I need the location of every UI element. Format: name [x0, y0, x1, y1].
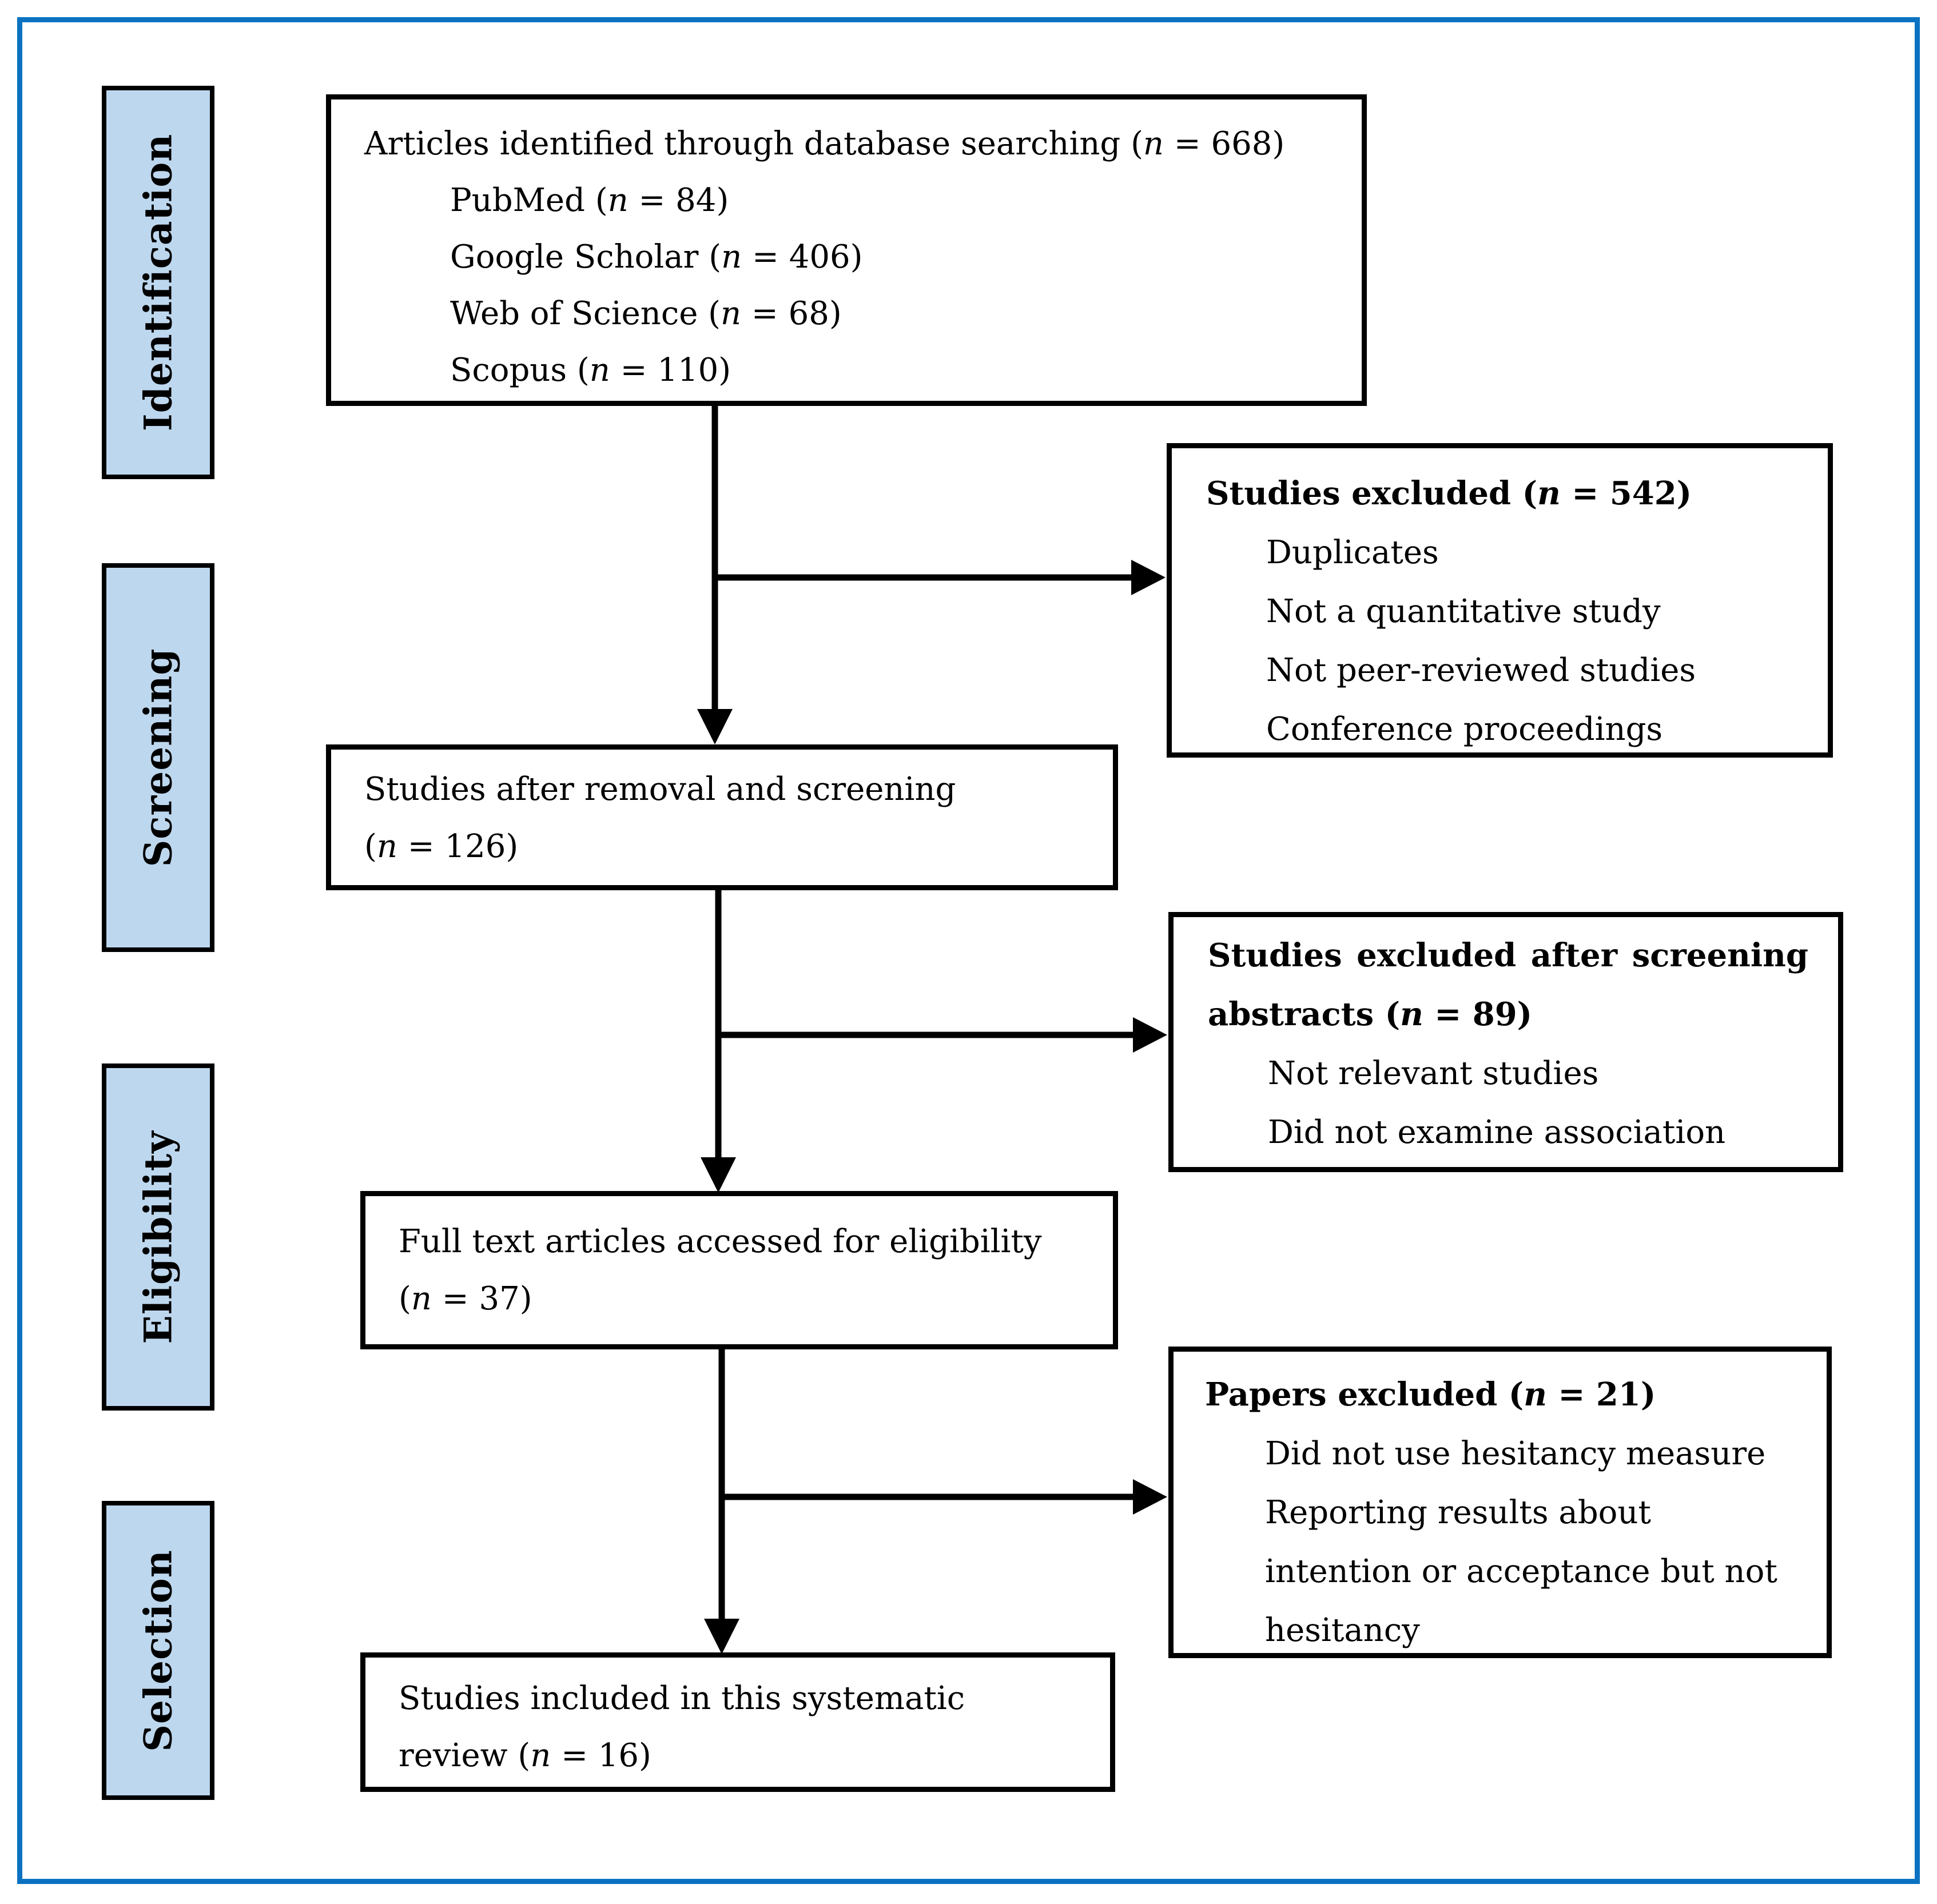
flow-box-eligibility: Full text articles accessed for eligibil… — [360, 1191, 1118, 1349]
exclusion-item: Did not examine association — [1268, 1114, 1726, 1151]
exclusion-header-continued: abstracts (n = 89) — [1208, 995, 1533, 1033]
exclusion-item: Not peer-reviewed studies — [1266, 652, 1696, 689]
arrow-screened-to-eligibility — [701, 890, 736, 1193]
source-line: Web of Science (n = 68) — [450, 295, 842, 332]
stage-label-eligibility: Eligibility — [102, 1063, 214, 1411]
exclusion-item: Not a quantitative study — [1266, 593, 1661, 630]
exclusion-header: Studies excluded (n = 542) — [1206, 475, 1692, 512]
exclusion-box-database: Studies excluded (n = 542) Duplicates No… — [1167, 443, 1833, 758]
exclusion-item: Conference proceedings — [1266, 711, 1663, 748]
box-title: Articles identified through database sea… — [364, 125, 1285, 162]
stage-label-text: Eligibility — [136, 1130, 181, 1344]
box-count-line: review (n = 16) — [399, 1737, 651, 1774]
box-line: Full text articles accessed for eligibil… — [399, 1223, 1042, 1260]
exclusion-item-continued: hesitancy — [1265, 1612, 1420, 1649]
box-line: Studies after removal and screening — [364, 771, 956, 808]
box-line: Studies included in this systematic — [399, 1680, 965, 1717]
box-count-line: (n = 37) — [399, 1280, 532, 1317]
exclusion-item: Did not use hesitancy measure — [1265, 1435, 1766, 1472]
source-line: PubMed (n = 84) — [450, 182, 729, 219]
exclusion-header: Studies excluded after screening — [1208, 937, 1808, 974]
arrow-branch-to-excluded-abstracts — [718, 1017, 1167, 1053]
arrow-branch-to-excluded-fulltext — [722, 1479, 1167, 1515]
stage-label-text: Selection — [136, 1549, 181, 1752]
stage-label-identification: Identification — [102, 86, 214, 479]
stage-label-selection: Selection — [102, 1501, 214, 1800]
stage-label-text: Identification — [136, 133, 181, 432]
box-count-line: (n = 126) — [364, 828, 519, 865]
source-line: Scopus (n = 110) — [450, 352, 731, 389]
arrow-eligibility-to-included — [704, 1349, 739, 1654]
exclusion-item: Reporting results about — [1265, 1494, 1651, 1531]
arrow-identified-to-screened — [697, 406, 733, 744]
source-line: Google Scholar (n = 406) — [450, 238, 863, 276]
flow-box-identified: Articles identified through database sea… — [326, 94, 1367, 406]
exclusion-item: Duplicates — [1266, 534, 1439, 571]
exclusion-box-abstracts: Studies excluded after screening abstrac… — [1168, 912, 1843, 1172]
stage-label-screening: Screening — [102, 563, 214, 952]
flow-box-screened: Studies after removal and screening (n =… — [326, 744, 1118, 890]
exclusion-item: Not relevant studies — [1268, 1055, 1599, 1092]
figure-border — [17, 17, 1920, 1884]
flow-box-included: Studies included in this systematic revi… — [360, 1652, 1115, 1792]
exclusion-box-fulltext: Papers excluded (n = 21) Did not use hes… — [1168, 1347, 1832, 1658]
exclusion-item-continued: intention or acceptance but not — [1265, 1553, 1777, 1590]
exclusion-header: Papers excluded (n = 21) — [1205, 1376, 1656, 1413]
stage-label-text: Screening — [136, 648, 181, 867]
arrow-branch-to-excluded-database — [715, 560, 1166, 595]
